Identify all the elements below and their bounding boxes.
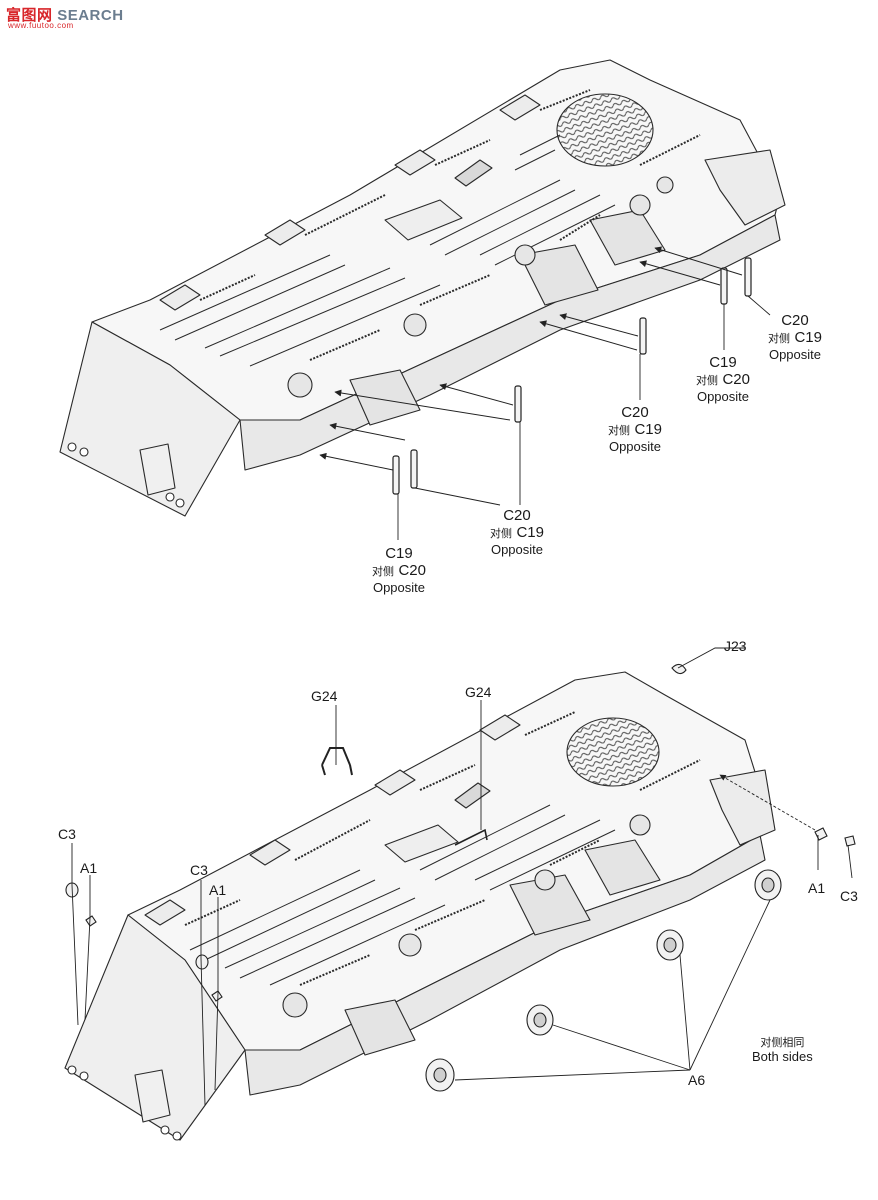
g24-left-handle — [321, 747, 353, 776]
upper-leader-lines — [397, 295, 771, 540]
callout-note: Opposite — [372, 579, 426, 595]
callout-part: C19 — [709, 354, 737, 371]
a6-hub-4 — [754, 869, 782, 901]
callout-opposite-part: C19 — [634, 421, 662, 439]
g24-right-wire — [454, 828, 488, 846]
upper-hull-assembly — [59, 59, 786, 517]
callout-note: Opposite — [696, 388, 750, 404]
callout-front-right: C20 对侧 C19 Opposite — [490, 507, 544, 558]
shock-c20-front-left — [410, 449, 418, 489]
a6-hub-2 — [526, 1004, 554, 1036]
a1-right-part — [814, 827, 828, 841]
callout-part: C19 — [385, 545, 413, 562]
label-c3-mid: C3 — [190, 862, 208, 878]
lower-leader-lines — [71, 647, 853, 1106]
label-g24-left: G24 — [311, 688, 338, 704]
callout-front-left: C19 对侧 C20 Opposite — [372, 545, 426, 596]
lower-separate-parts — [65, 663, 856, 1092]
shock-rear-c20 — [744, 257, 752, 297]
lower-front-box — [134, 1069, 171, 1123]
lower-hull-assembly — [64, 671, 776, 1141]
c3-mid-part — [195, 954, 209, 970]
label-a6: A6 — [688, 1072, 706, 1088]
lower-hull-glacis — [64, 914, 246, 1141]
callout-part: C20 — [781, 312, 809, 329]
upper-engine-grille — [556, 93, 654, 167]
watermark-logo-text: 富图网 — [6, 7, 53, 24]
callout-opposite-cn: 对侧 — [372, 566, 394, 579]
label-a1-left: A1 — [80, 860, 98, 876]
label-g24-right: G24 — [465, 684, 492, 700]
shock-mid-rear — [639, 317, 647, 355]
upper-hull-front-step — [349, 369, 421, 426]
label-j23: J23 — [724, 638, 747, 654]
lower-hatch — [384, 824, 459, 863]
upper-shock-absorbers — [392, 257, 752, 495]
shock-mid-front — [514, 385, 522, 423]
upper-hatch — [384, 199, 463, 241]
callout-part: C20 — [503, 507, 531, 524]
upper-hull-mid-step — [519, 244, 599, 306]
callout-opposite-part: C19 — [516, 524, 544, 542]
a1-left-part — [85, 915, 97, 927]
upper-hull-glacis — [59, 321, 241, 517]
callout-rear-right: C20 对侧 C19 Opposite — [768, 312, 822, 363]
callout-opposite-cn: 对侧 — [768, 333, 790, 346]
callout-opposite-part: C20 — [722, 371, 750, 389]
upper-hull-rear-block — [704, 149, 786, 226]
label-a1-mid: A1 — [209, 882, 227, 898]
callout-middle: C20 对侧 C19 Opposite — [608, 404, 662, 455]
watermark-logo: 富图网 SEARCH www.fuutoo.com — [6, 4, 124, 30]
upper-arrows — [319, 246, 743, 471]
label-a1-right: A1 — [808, 880, 826, 896]
callout-opposite-cn: 对侧 — [490, 528, 512, 541]
lower-hull-rear-block — [709, 769, 776, 846]
watermark-brand: SEARCH — [57, 7, 124, 24]
a1-mid-part — [211, 990, 223, 1002]
callout-part: C20 — [621, 404, 649, 421]
note-both-sides-cn: 对侧相同 — [760, 1037, 805, 1049]
label-c3-left: C3 — [58, 826, 76, 842]
callout-rear-left: C19 对侧 C20 Opposite — [696, 354, 750, 405]
j23-clip — [671, 663, 687, 675]
callout-opposite-cn: 对侧 — [608, 425, 630, 438]
note-both-sides-en: Both sides — [752, 1048, 813, 1064]
note-both-sides: 对侧相同 Both sides — [752, 1037, 813, 1065]
callout-note: Opposite — [768, 346, 822, 362]
watermark-site: www.fuutoo.com — [8, 21, 74, 30]
callout-note: Opposite — [490, 541, 544, 557]
shock-c19-front-left — [392, 455, 400, 495]
upper-driver-plate — [454, 159, 493, 187]
lower-hull-front-step — [344, 999, 416, 1056]
callout-opposite-part: C19 — [794, 329, 822, 347]
label-c3-right: C3 — [840, 888, 858, 904]
upper-hull-rear-step — [589, 209, 666, 266]
lower-engine-grille — [566, 717, 660, 787]
callout-note: Opposite — [608, 438, 662, 454]
a6-hub-1 — [425, 1058, 455, 1092]
lower-hull-rear-step — [584, 839, 661, 896]
shock-rear-c19 — [720, 267, 728, 305]
c3-right-part — [844, 835, 856, 847]
a6-hub-3 — [656, 929, 684, 961]
callout-opposite-part: C20 — [398, 562, 426, 580]
callout-opposite-cn: 对侧 — [696, 375, 718, 388]
upper-front-box — [139, 443, 176, 496]
